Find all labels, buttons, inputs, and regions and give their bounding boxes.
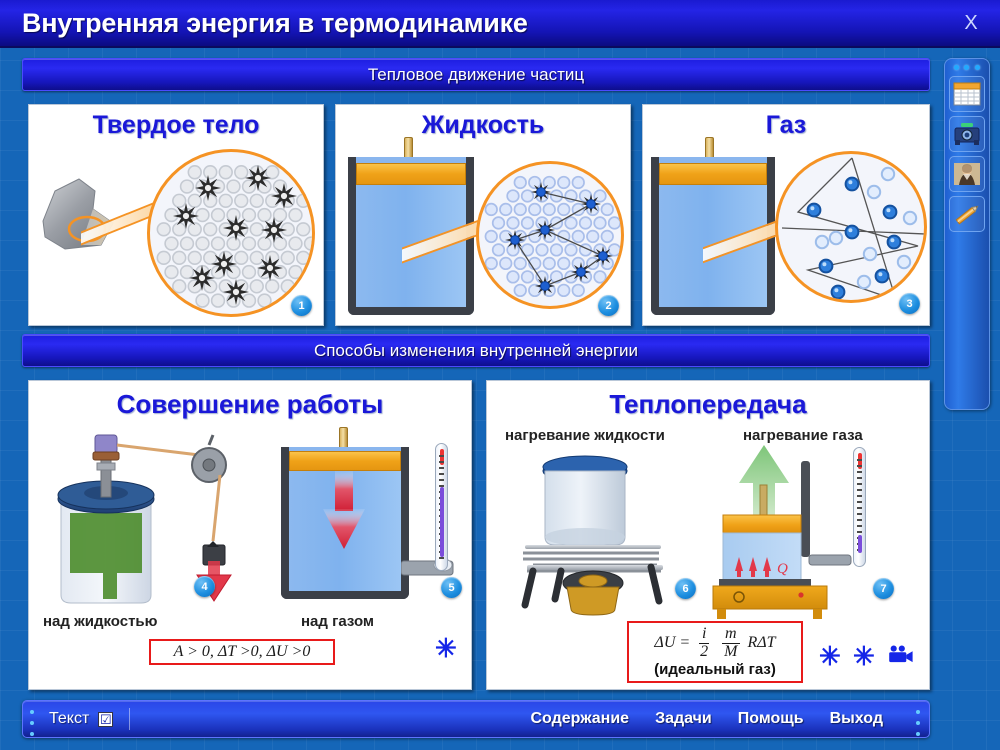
thermometer-column: [857, 535, 862, 553]
pencil-icon: [955, 205, 979, 225]
bottom-toolbar: Текст ☑ Содержание Задачи Помощь Выход: [22, 700, 930, 738]
badge-heat-left[interactable]: 6: [675, 578, 696, 599]
panel-solid[interactable]: Твердое тело 1: [28, 104, 324, 326]
section-header-energy-change: Способы изменения внутренней энергии: [22, 334, 930, 367]
label-heating-liquid: нагревание жидкости: [505, 427, 665, 444]
label-over-liquid: над жидкостью: [43, 613, 158, 630]
gas-molecules-diagram: [781, 157, 924, 300]
sidebar-dots: [945, 59, 989, 72]
burner-beaker-illustration: [521, 455, 663, 616]
liquid-vessel: [348, 137, 474, 315]
panel-work[interactable]: Совершение работы: [28, 380, 472, 690]
heat-symbol-Q: Q: [777, 561, 788, 577]
formula-tail: RΔT: [747, 634, 776, 652]
bottombar-left-dots: [30, 710, 36, 736]
piston-head: [659, 163, 767, 185]
thermometer-heat: [853, 447, 867, 567]
magnifier-lens-liquid: [476, 161, 624, 309]
camera-icon: [954, 123, 980, 145]
formula-heat: ΔU = i 2 m M RΔT (идеальный газ): [627, 621, 803, 683]
fraction-m-over-M: m M: [721, 625, 740, 661]
badge-work-left[interactable]: 4: [194, 576, 215, 597]
panel-title-solid: Твердое тело: [92, 111, 260, 139]
dot: [916, 710, 920, 714]
thermometer-work: [435, 443, 449, 571]
thermometer-scale: [857, 459, 862, 555]
sidebar-button-pencil[interactable]: [949, 196, 985, 232]
rock-illustration: [42, 178, 114, 250]
panel-title-work: Совершение работы: [116, 389, 384, 419]
tool-sidebar: [944, 58, 990, 410]
asterisk-icon-heat-1[interactable]: ✳: [819, 641, 841, 671]
page-title: Внутренняя энергия в термодинамике: [22, 7, 528, 38]
text-toggle-checkbox[interactable]: ☑: [98, 711, 114, 727]
panel-gas[interactable]: Газ 3: [642, 104, 930, 326]
bottom-menu: Содержание Задачи Помощь Выход: [530, 710, 883, 728]
menu-item-tasks[interactable]: Задачи: [655, 710, 712, 727]
dot: [30, 732, 34, 736]
badge-gas[interactable]: 3: [899, 293, 920, 314]
sidebar-button-table[interactable]: [949, 76, 985, 112]
bottombar-right-dots: [916, 710, 922, 736]
badge-work-right[interactable]: 5: [441, 577, 462, 598]
compression-arrow-down: [323, 471, 365, 549]
menu-item-exit[interactable]: Выход: [829, 710, 883, 727]
liquid-molecules-diagram: [484, 175, 621, 298]
formula-lhs: ΔU =: [654, 634, 691, 652]
piston-head: [356, 163, 466, 185]
menu-item-contents[interactable]: Содержание: [530, 710, 630, 727]
formula-work: A > 0, ΔT >0, ΔU >0: [149, 639, 335, 665]
dot: [916, 732, 920, 736]
badge-solid[interactable]: 1: [291, 295, 312, 316]
dot: [30, 721, 34, 725]
gas-heating-illustration: Q: [712, 445, 852, 619]
sidebar-button-camera[interactable]: [949, 116, 985, 152]
panel-title-gas: Газ: [765, 111, 807, 139]
badge-heat-right[interactable]: 7: [873, 578, 894, 599]
fraction-i-over-2: i 2: [698, 625, 710, 660]
label-heating-gas: нагревание газа: [743, 427, 863, 444]
text-toggle-label: Текст: [49, 710, 90, 727]
section-header-thermal-motion: Тепловое движение частиц: [22, 58, 930, 91]
magnifier-lens-solid: [147, 149, 315, 317]
panel-liquid[interactable]: Жидкость 2: [335, 104, 631, 326]
asterisk-icon-work[interactable]: ✳: [435, 633, 457, 663]
toolbar-divider: [129, 708, 131, 730]
sidebar-dot: [953, 65, 959, 70]
piston-head: [289, 451, 401, 471]
table-icon: [953, 82, 981, 106]
panel-title-liquid: Жидкость: [421, 111, 545, 139]
close-icon[interactable]: X: [964, 11, 978, 34]
panel-heat[interactable]: Теплопередача нагревание жидкости нагрев…: [486, 380, 930, 690]
video-camera-icon[interactable]: [887, 645, 913, 663]
asterisk-icon-heat-2[interactable]: ✳: [853, 641, 875, 671]
panel-title-heat: Теплопередача: [609, 389, 807, 419]
magnifier-lens-gas: [775, 151, 927, 303]
gas-vessel: [651, 137, 775, 315]
dot: [30, 710, 34, 714]
section-header-label: Способы изменения внутренней энергии: [313, 340, 639, 360]
window-titlebar: Внутренняя энергия в термодинамике X: [0, 0, 1000, 48]
sidebar-dot: [964, 65, 970, 70]
menu-item-help[interactable]: Помощь: [737, 710, 804, 727]
work-gas-vessel: [281, 427, 409, 599]
label-over-gas: над газом: [301, 613, 375, 630]
sidebar-dot: [975, 65, 981, 70]
sidebar-button-portrait[interactable]: [949, 156, 985, 192]
formula-heat-note: (идеальный газ): [654, 660, 776, 678]
badge-liquid[interactable]: 2: [598, 295, 619, 316]
dot: [916, 721, 920, 725]
formula-heat-expression: ΔU = i 2 m M RΔT: [654, 625, 776, 661]
thermometer-column: [439, 487, 444, 557]
portrait-icon: [954, 163, 980, 185]
formula-work-text: A > 0, ΔT >0, ΔU >0: [173, 643, 311, 660]
joule-apparatus-illustration: [57, 434, 232, 604]
section-header-label: Тепловое движение частиц: [367, 64, 585, 84]
solid-lattice-diagram: [156, 165, 312, 308]
